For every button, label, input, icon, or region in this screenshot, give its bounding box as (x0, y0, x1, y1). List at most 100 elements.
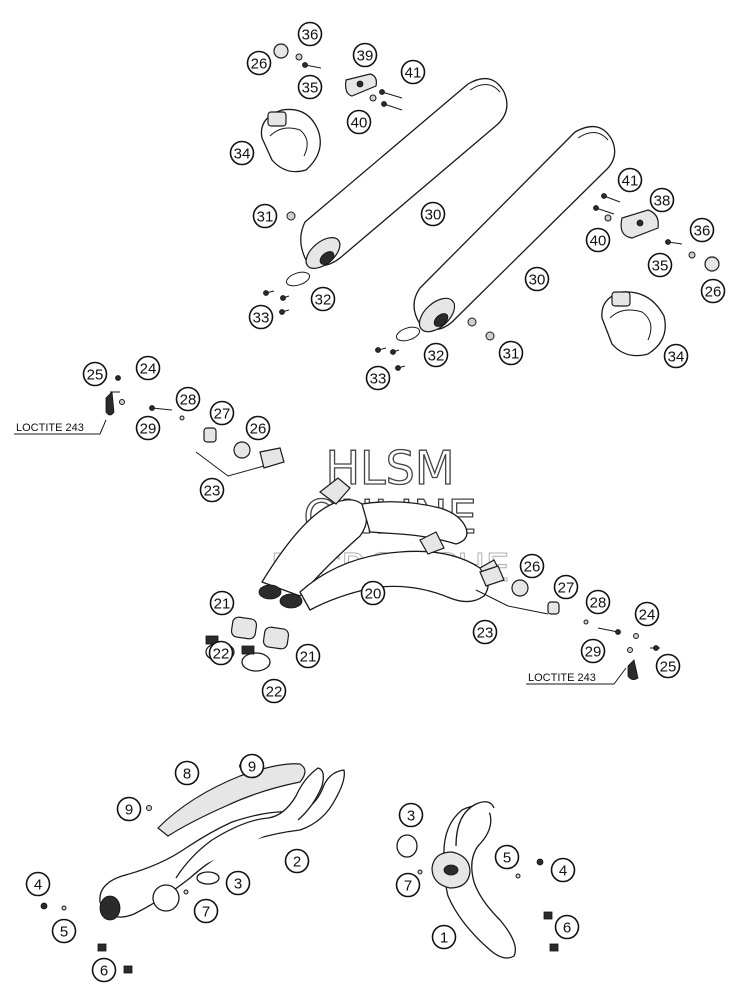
callout-number: 6 (563, 920, 571, 937)
callout-circle (295, 643, 321, 669)
callout-number: 27 (558, 580, 575, 597)
callout-4: 4 (25, 871, 51, 897)
callout-5: 5 (494, 844, 520, 870)
right-mount-hardware (475, 565, 660, 680)
callout-6: 6 (91, 957, 117, 983)
muffler-upper (300, 77, 508, 269)
callout-number: 5 (503, 850, 511, 867)
callout-6: 6 (554, 914, 580, 940)
callout-25: 25 (655, 653, 681, 679)
callout-30: 30 (524, 266, 550, 292)
callout-circle (395, 872, 421, 898)
callout-35: 35 (297, 74, 323, 100)
callout-circle (585, 227, 611, 253)
callout-number: 40 (590, 233, 607, 250)
callout-34: 34 (229, 140, 255, 166)
callout-circle (400, 59, 426, 85)
callout-circle (689, 217, 715, 243)
callout-number: 4 (559, 863, 567, 880)
callout-number: 26 (251, 56, 268, 73)
callout-circle (239, 753, 265, 779)
callout-29: 29 (135, 415, 161, 441)
callout-number: 22 (266, 684, 283, 701)
callout-31: 31 (498, 340, 524, 366)
callout-7: 7 (395, 872, 421, 898)
callout-3: 3 (225, 870, 251, 896)
callout-number: 35 (302, 80, 319, 97)
callout-32: 32 (423, 342, 449, 368)
callout-circle (352, 42, 378, 68)
callout-38: 38 (649, 187, 675, 213)
callout-circle (261, 678, 287, 704)
callout-circle (580, 638, 606, 664)
callout-33: 33 (248, 304, 274, 330)
callout-number: 40 (351, 115, 368, 132)
callout-5: 5 (51, 918, 77, 944)
callout-number: 30 (529, 272, 546, 289)
callout-circle (135, 355, 161, 381)
callout-40: 40 (585, 227, 611, 253)
callout-circle (209, 590, 235, 616)
callout-circle (297, 74, 323, 100)
callout-22: 22 (208, 640, 234, 666)
callout-20: 20 (360, 580, 386, 606)
upper-hardware (260, 43, 403, 315)
callout-41: 41 (400, 59, 426, 85)
callout-circle (229, 140, 255, 166)
callout-circle (700, 278, 726, 304)
callout-circle (208, 640, 234, 666)
callout-9: 9 (116, 796, 142, 822)
callout-number: 36 (302, 27, 319, 44)
callout-34: 34 (663, 343, 689, 369)
callout-circle (554, 914, 580, 940)
callout-number: 9 (248, 759, 256, 776)
note-loctite-left: LOCTITE 243 (14, 419, 107, 435)
callout-circle (472, 619, 498, 645)
callout-35: 35 (647, 252, 673, 278)
callout-number: 32 (428, 348, 445, 365)
callout-circle (174, 760, 200, 786)
callout-circle (25, 871, 51, 897)
callout-22: 22 (261, 678, 287, 704)
callout-number: 22 (213, 646, 230, 663)
callout-number: 41 (405, 65, 422, 82)
callout-number: 26 (705, 284, 722, 301)
header-pipe-left (40, 763, 345, 974)
callout-circle (310, 286, 336, 312)
callout-number: 39 (357, 48, 374, 65)
callout-number: 38 (654, 193, 671, 210)
callout-circle (209, 400, 235, 426)
callout-number: 32 (315, 292, 332, 309)
callout-number: 33 (253, 310, 270, 327)
callout-number: 27 (214, 406, 231, 423)
callout-circle (297, 21, 323, 47)
callout-number: 35 (652, 258, 669, 275)
callout-number: 26 (524, 559, 541, 576)
callout-number: 31 (503, 346, 520, 363)
callout-circle (346, 109, 372, 135)
callout-number: 25 (87, 367, 104, 384)
callout-7: 7 (193, 898, 219, 924)
callout-circle (246, 50, 272, 76)
callout-circle (82, 361, 108, 387)
callout-circle (655, 653, 681, 679)
callout-circle (663, 343, 689, 369)
callout-21: 21 (295, 643, 321, 669)
callout-circle (175, 386, 201, 412)
callout-number: 23 (204, 483, 221, 500)
callout-number: 29 (585, 644, 602, 661)
callout-number: 28 (590, 595, 607, 612)
callout-circle (252, 203, 278, 229)
note-loctite-left-text: LOCTITE 243 (16, 422, 84, 434)
callout-number: 21 (214, 596, 231, 613)
callout-circle (647, 252, 673, 278)
callout-circle (553, 574, 579, 600)
callout-number: 20 (365, 586, 382, 603)
callout-36: 36 (689, 217, 715, 243)
callout-number: 36 (694, 223, 711, 240)
callout-circle (585, 589, 611, 615)
callout-circle (360, 580, 386, 606)
callout-number: 3 (407, 808, 415, 825)
callout-number: 5 (60, 924, 68, 941)
callout-23: 23 (199, 477, 225, 503)
